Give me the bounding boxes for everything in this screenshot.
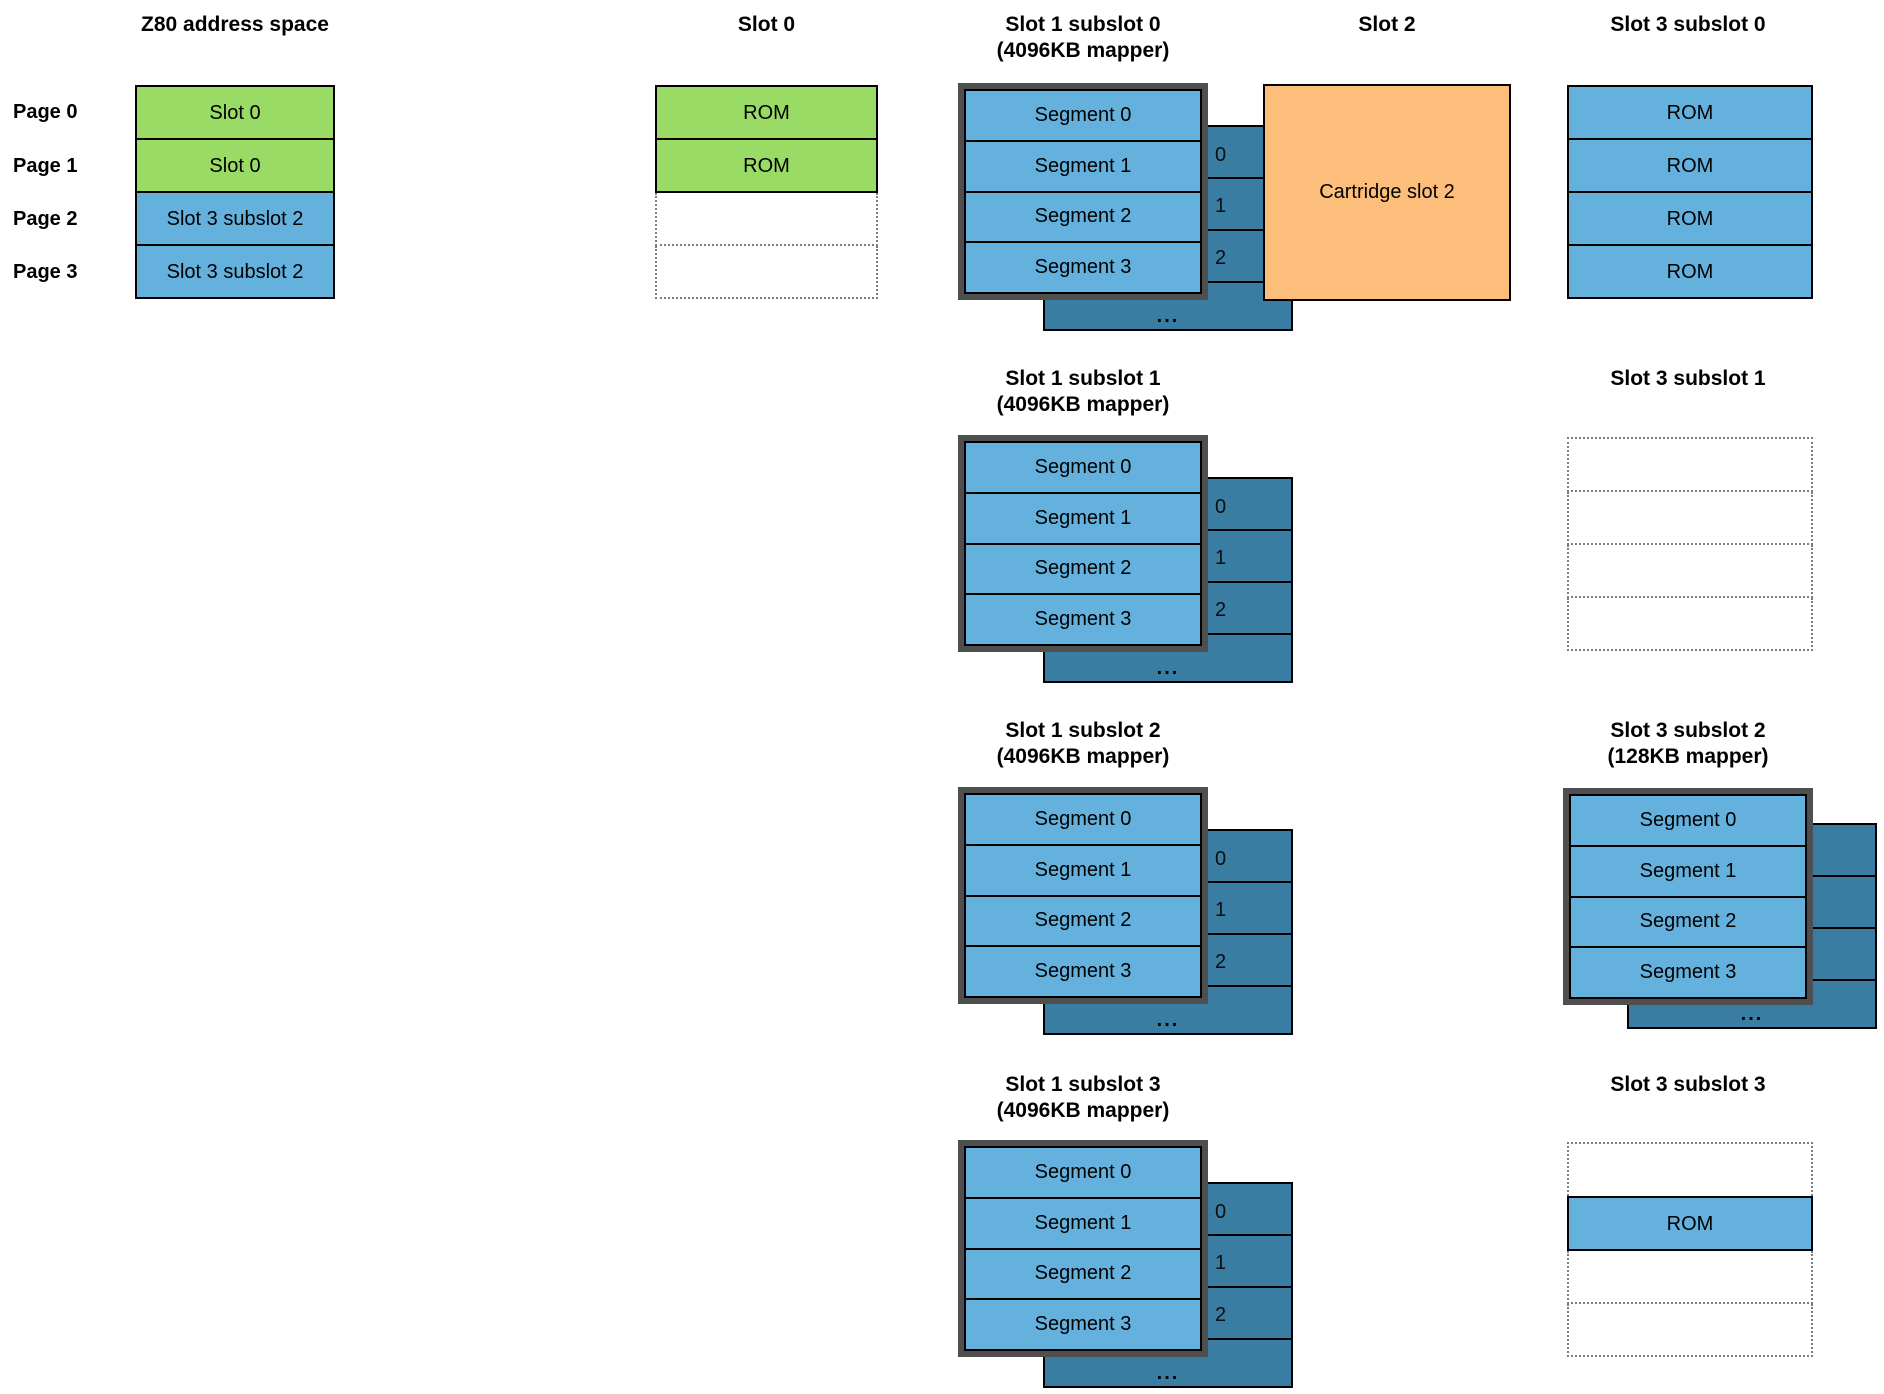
z80-page1-cell: Slot 0 <box>135 138 335 193</box>
segment-cell: Segment 0 <box>966 91 1200 142</box>
mapper-front-box: Segment 0 Segment 1 Segment 2 Segment 3 <box>1563 788 1813 1005</box>
mapper-front-box: Segment 0 Segment 1 Segment 2 Segment 3 <box>958 435 1208 652</box>
slot0-title: Slot 0 <box>737 13 796 36</box>
slot1-subslot3-title-line1: Slot 1 subslot 3 <box>1005 1073 1161 1096</box>
segment-stack: Segment 0 Segment 1 Segment 2 Segment 3 <box>964 89 1202 294</box>
page1-label: Page 1 <box>13 155 78 177</box>
mapper-front-box: Segment 0 Segment 1 Segment 2 Segment 3 <box>958 83 1208 300</box>
back-row-number: 2 <box>1215 1304 1227 1326</box>
slot3-rom-cell: ROM <box>1567 85 1813 140</box>
slot3-subslot3-title: Slot 3 subslot 3 <box>1610 1073 1766 1096</box>
slot3-empty-cell <box>1567 1304 1813 1357</box>
back-row-number: 0 <box>1215 848 1227 870</box>
z80-page2-cell: Slot 3 subslot 2 <box>135 191 335 246</box>
page0-label: Page 0 <box>13 101 78 123</box>
segment-stack: Segment 0 Segment 1 Segment 2 Segment 3 <box>1569 794 1807 999</box>
slot1-subslot0-title-line2: (4096KB mapper) <box>996 39 1170 62</box>
z80-page3-cell: Slot 3 subslot 2 <box>135 244 335 299</box>
back-row-number: 0 <box>1215 496 1227 518</box>
slot1-subslot2-title-line2: (4096KB mapper) <box>996 745 1170 768</box>
back-row-number: 1 <box>1215 195 1227 217</box>
slot2-title: Slot 2 <box>1358 13 1416 36</box>
slot0-rom-cell: ROM <box>655 85 878 140</box>
segment-cell: Segment 2 <box>966 545 1200 596</box>
back-row-number: 1 <box>1215 899 1227 921</box>
slot3-subslot3-stack: ROM <box>1567 1142 1813 1357</box>
slot3-empty-cell <box>1567 545 1813 598</box>
segment-cell: Segment 3 <box>1034 608 1132 631</box>
z80-page0-cell: Slot 0 <box>135 85 335 140</box>
segment-cell: Segment 1 <box>966 846 1200 897</box>
slot3-rom-cell: ROM <box>1567 138 1813 193</box>
slot0-empty-cell <box>655 246 878 299</box>
segment-cell: Segment 1 <box>966 1199 1200 1250</box>
back-row-number: 0 <box>1215 1201 1227 1223</box>
slot1-subslot0-title-line1: Slot 1 subslot 0 <box>1005 13 1161 36</box>
back-row-number: 2 <box>1215 599 1227 621</box>
more-segments-ellipsis: ... <box>1156 657 1180 679</box>
slot0-empty-cell <box>655 193 878 246</box>
segment-cell: Segment 3 <box>1034 1313 1132 1336</box>
more-segments-ellipsis: ... <box>1156 305 1180 327</box>
segment-cell: Segment 3 <box>1034 256 1132 279</box>
mapper-front-box: Segment 0 Segment 1 Segment 2 Segment 3 <box>958 787 1208 1004</box>
slot3-empty-cell <box>1567 1142 1813 1196</box>
segment-cell: Segment 1 <box>1571 847 1805 898</box>
slot3-empty-cell <box>1567 598 1813 651</box>
slot3-empty-cell <box>1567 1251 1813 1304</box>
back-row-number: 1 <box>1215 547 1227 569</box>
z80-address-space-title: Z80 address space <box>141 13 329 36</box>
slot3-subslot2-title-line2: (128KB mapper) <box>1607 745 1769 768</box>
segment-cell: Segment 1 <box>966 494 1200 545</box>
slot0-stack: ROM ROM <box>655 85 878 299</box>
back-row-number: 1 <box>1215 1252 1227 1274</box>
segment-cell: Segment 0 <box>1571 796 1805 847</box>
segment-cell: Segment 2 <box>1571 898 1805 949</box>
slot1-subslot1-title-line1: Slot 1 subslot 1 <box>1005 367 1161 390</box>
slot3-empty-cell <box>1567 437 1813 492</box>
slot1-subslot3-title-line2: (4096KB mapper) <box>996 1099 1170 1122</box>
slot3-rom-cell: ROM <box>1567 244 1813 299</box>
segment-cell: Segment 0 <box>966 1148 1200 1199</box>
segment-stack: Segment 0 Segment 1 Segment 2 Segment 3 <box>964 793 1202 998</box>
segment-cell: Segment 2 <box>966 1250 1200 1301</box>
slot3-rom-cell: ROM <box>1567 1196 1813 1251</box>
mapper-front-box: Segment 0 Segment 1 Segment 2 Segment 3 <box>958 1140 1208 1357</box>
segment-stack: Segment 0 Segment 1 Segment 2 Segment 3 <box>964 1146 1202 1351</box>
segment-cell: Segment 3 <box>1639 961 1737 984</box>
segment-cell: Segment 2 <box>966 897 1200 948</box>
slot3-subslot2-title-line1: Slot 3 subslot 2 <box>1610 719 1766 742</box>
more-segments-ellipsis: ... <box>1156 1362 1180 1384</box>
segment-cell: Segment 3 <box>1034 960 1132 983</box>
more-segments-ellipsis: ... <box>1156 1009 1180 1031</box>
slot1-subslot2-title-line1: Slot 1 subslot 2 <box>1005 719 1161 742</box>
slot3-empty-cell <box>1567 492 1813 545</box>
back-row-number: 2 <box>1215 951 1227 973</box>
z80-address-space-stack: Slot 0 Slot 0 Slot 3 subslot 2 Slot 3 su… <box>135 85 335 299</box>
cartridge-slot2-box: Cartridge slot 2 <box>1263 84 1511 301</box>
slot3-subslot0-stack: ROM ROM ROM ROM <box>1567 85 1813 299</box>
slot1-subslot1-title-line2: (4096KB mapper) <box>996 393 1170 416</box>
slot3-subslot1-title: Slot 3 subslot 1 <box>1610 367 1766 390</box>
back-row-number: 2 <box>1215 247 1227 269</box>
segment-cell: Segment 1 <box>966 142 1200 193</box>
slot3-subslot1-stack <box>1567 437 1813 651</box>
segment-cell: Segment 2 <box>966 193 1200 244</box>
page3-label: Page 3 <box>13 261 78 283</box>
slot3-rom-cell: ROM <box>1567 191 1813 246</box>
more-segments-ellipsis: ... <box>1740 1003 1764 1025</box>
back-row-number: 0 <box>1215 144 1227 166</box>
segment-stack: Segment 0 Segment 1 Segment 2 Segment 3 <box>964 441 1202 646</box>
segment-cell: Segment 0 <box>966 443 1200 494</box>
segment-cell: Segment 0 <box>966 795 1200 846</box>
slot0-rom-cell: ROM <box>655 138 878 193</box>
page2-label: Page 2 <box>13 208 78 230</box>
slot3-subslot0-title: Slot 3 subslot 0 <box>1610 13 1766 36</box>
